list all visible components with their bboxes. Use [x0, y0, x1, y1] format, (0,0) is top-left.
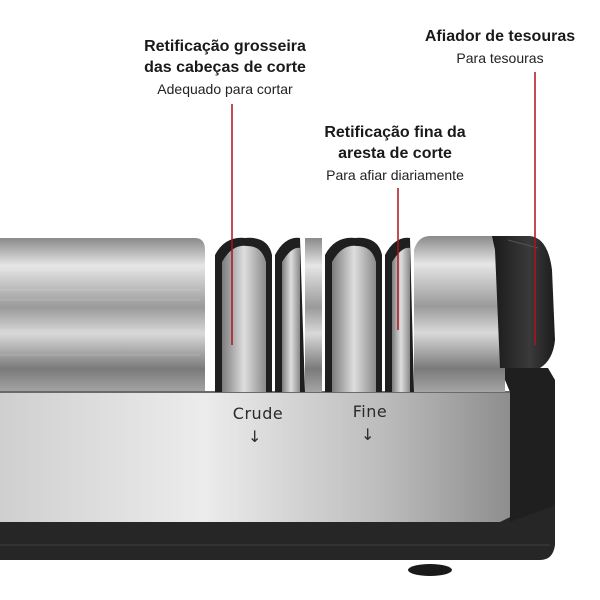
base-foot	[408, 564, 452, 576]
fine-grinding-title: Retificação fina da aresta de corte	[300, 122, 490, 164]
right-steel-segment	[414, 236, 505, 392]
scissors-sharpener-subtitle: Para tesouras	[456, 50, 544, 66]
crude-arrow-icon: ↓	[248, 427, 262, 446]
coarse-title-line-1: Retificação grosseira	[144, 38, 306, 55]
fine-arrow-icon: ↓	[361, 425, 375, 444]
fine-title-line-2: aresta de corte	[338, 145, 452, 162]
fine-title-line-1: Retificação fina da	[324, 124, 466, 141]
right-housing	[500, 368, 555, 522]
coarse-title-line-2: das cabeças de corte	[144, 59, 306, 76]
fine-grinding-subtitle: Para afiar diariamente	[326, 167, 464, 183]
scissors-sharpener-title: Afiador de tesouras	[424, 28, 576, 45]
fine-grinding-label: Retificação fina da aresta de corte Para…	[300, 122, 490, 184]
scissors-sharpener-label: Afiador de tesouras Para tesouras	[400, 26, 600, 67]
coarse-grinding-label: Retificação grosseira das cabeças de cor…	[120, 36, 330, 98]
coarse-grinding-title: Retificação grosseira das cabeças de cor…	[120, 36, 330, 78]
scissors-cap	[492, 236, 555, 368]
sharpening-slots	[215, 237, 414, 392]
fine-slot-label: Fine	[353, 402, 387, 421]
crude-slot-label: Crude	[233, 404, 283, 423]
front-steel-panel	[0, 392, 510, 522]
coarse-grinding-subtitle: Adequado para cortar	[157, 81, 293, 97]
steel-cylinder-body	[0, 238, 205, 392]
